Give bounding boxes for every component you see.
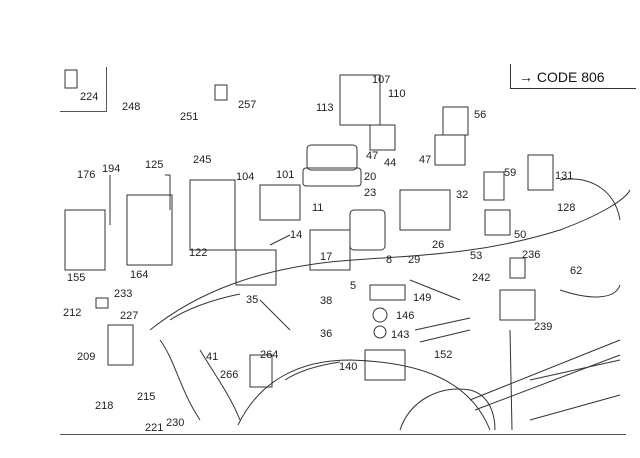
part-label-194[interactable]: 194 [102, 163, 121, 175]
part-label-20[interactable]: 20 [364, 171, 377, 183]
part-label-143[interactable]: 143 [391, 329, 410, 341]
part-label-59[interactable]: 59 [504, 167, 517, 179]
part-label-266[interactable]: 266 [220, 369, 239, 381]
part-label-17[interactable]: 17 [320, 251, 333, 263]
part-label-140[interactable]: 140 [339, 361, 358, 373]
part-label-101[interactable]: 101 [276, 169, 295, 181]
part-label-215[interactable]: 215 [137, 391, 156, 403]
part-label-264[interactable]: 264 [260, 349, 279, 361]
part-label-152[interactable]: 152 [434, 349, 453, 361]
part-label-176[interactable]: 176 [77, 169, 96, 181]
part-label-251[interactable]: 251 [180, 111, 199, 123]
part-label-239[interactable]: 239 [534, 321, 553, 333]
arrow-right-icon: → [519, 69, 533, 85]
code-text: CODE 806 [536, 69, 605, 85]
code-reference-box: → CODE 806 [510, 64, 636, 89]
part-label-212[interactable]: 212 [63, 307, 82, 319]
part-label-146[interactable]: 146 [396, 310, 415, 322]
part-label-5[interactable]: 5 [350, 280, 357, 292]
part-label-44[interactable]: 44 [384, 157, 397, 169]
part-label-248[interactable]: 248 [122, 101, 141, 113]
part-label-47[interactable]: 47 [419, 154, 432, 166]
part-label-32[interactable]: 32 [456, 189, 469, 201]
part-label-257[interactable]: 257 [238, 99, 257, 111]
bottom-divider [60, 434, 626, 435]
part-label-36[interactable]: 36 [320, 328, 333, 340]
code-reference-label: → CODE 806 [519, 69, 605, 85]
part-label-245[interactable]: 245 [193, 154, 212, 166]
part-label-23[interactable]: 23 [364, 187, 377, 199]
part-label-218[interactable]: 218 [95, 400, 114, 412]
part-label-113[interactable]: 113 [316, 102, 334, 114]
part-label-29[interactable]: 29 [408, 254, 421, 266]
part-label-8[interactable]: 8 [386, 254, 393, 266]
part-label-11[interactable]: 11 [312, 202, 324, 214]
part-label-125[interactable]: 125 [145, 159, 164, 171]
part-label-233[interactable]: 233 [114, 288, 133, 300]
part-label-35[interactable]: 35 [246, 294, 259, 306]
reference-box-224 [60, 67, 107, 112]
part-label-227[interactable]: 227 [120, 310, 139, 322]
part-label-209[interactable]: 209 [77, 351, 96, 363]
part-label-131[interactable]: 131 [555, 170, 574, 182]
part-label-50[interactable]: 50 [514, 229, 527, 241]
part-label-56[interactable]: 56 [474, 109, 487, 121]
part-label-26[interactable]: 26 [432, 239, 445, 251]
part-label-155[interactable]: 155 [67, 272, 86, 284]
part-label-14[interactable]: 14 [290, 229, 303, 241]
part-label-242[interactable]: 242 [472, 272, 491, 284]
part-label-47[interactable]: 47 [366, 150, 379, 162]
part-label-236[interactable]: 236 [522, 249, 541, 261]
part-label-41[interactable]: 41 [206, 351, 219, 363]
part-label-62[interactable]: 62 [570, 265, 583, 277]
part-label-110[interactable]: 110 [388, 88, 406, 100]
part-label-53[interactable]: 53 [470, 250, 483, 262]
part-label-122[interactable]: 122 [189, 247, 208, 259]
part-label-38[interactable]: 38 [320, 295, 333, 307]
part-label-104[interactable]: 104 [236, 171, 255, 183]
part-label-221[interactable]: 221 [145, 422, 164, 434]
part-label-128[interactable]: 128 [557, 202, 576, 214]
part-label-149[interactable]: 149 [413, 292, 432, 304]
part-label-224[interactable]: 224 [80, 91, 99, 103]
part-label-107[interactable]: 107 [372, 74, 391, 86]
part-label-230[interactable]: 230 [166, 417, 185, 429]
part-label-164[interactable]: 164 [130, 269, 149, 281]
